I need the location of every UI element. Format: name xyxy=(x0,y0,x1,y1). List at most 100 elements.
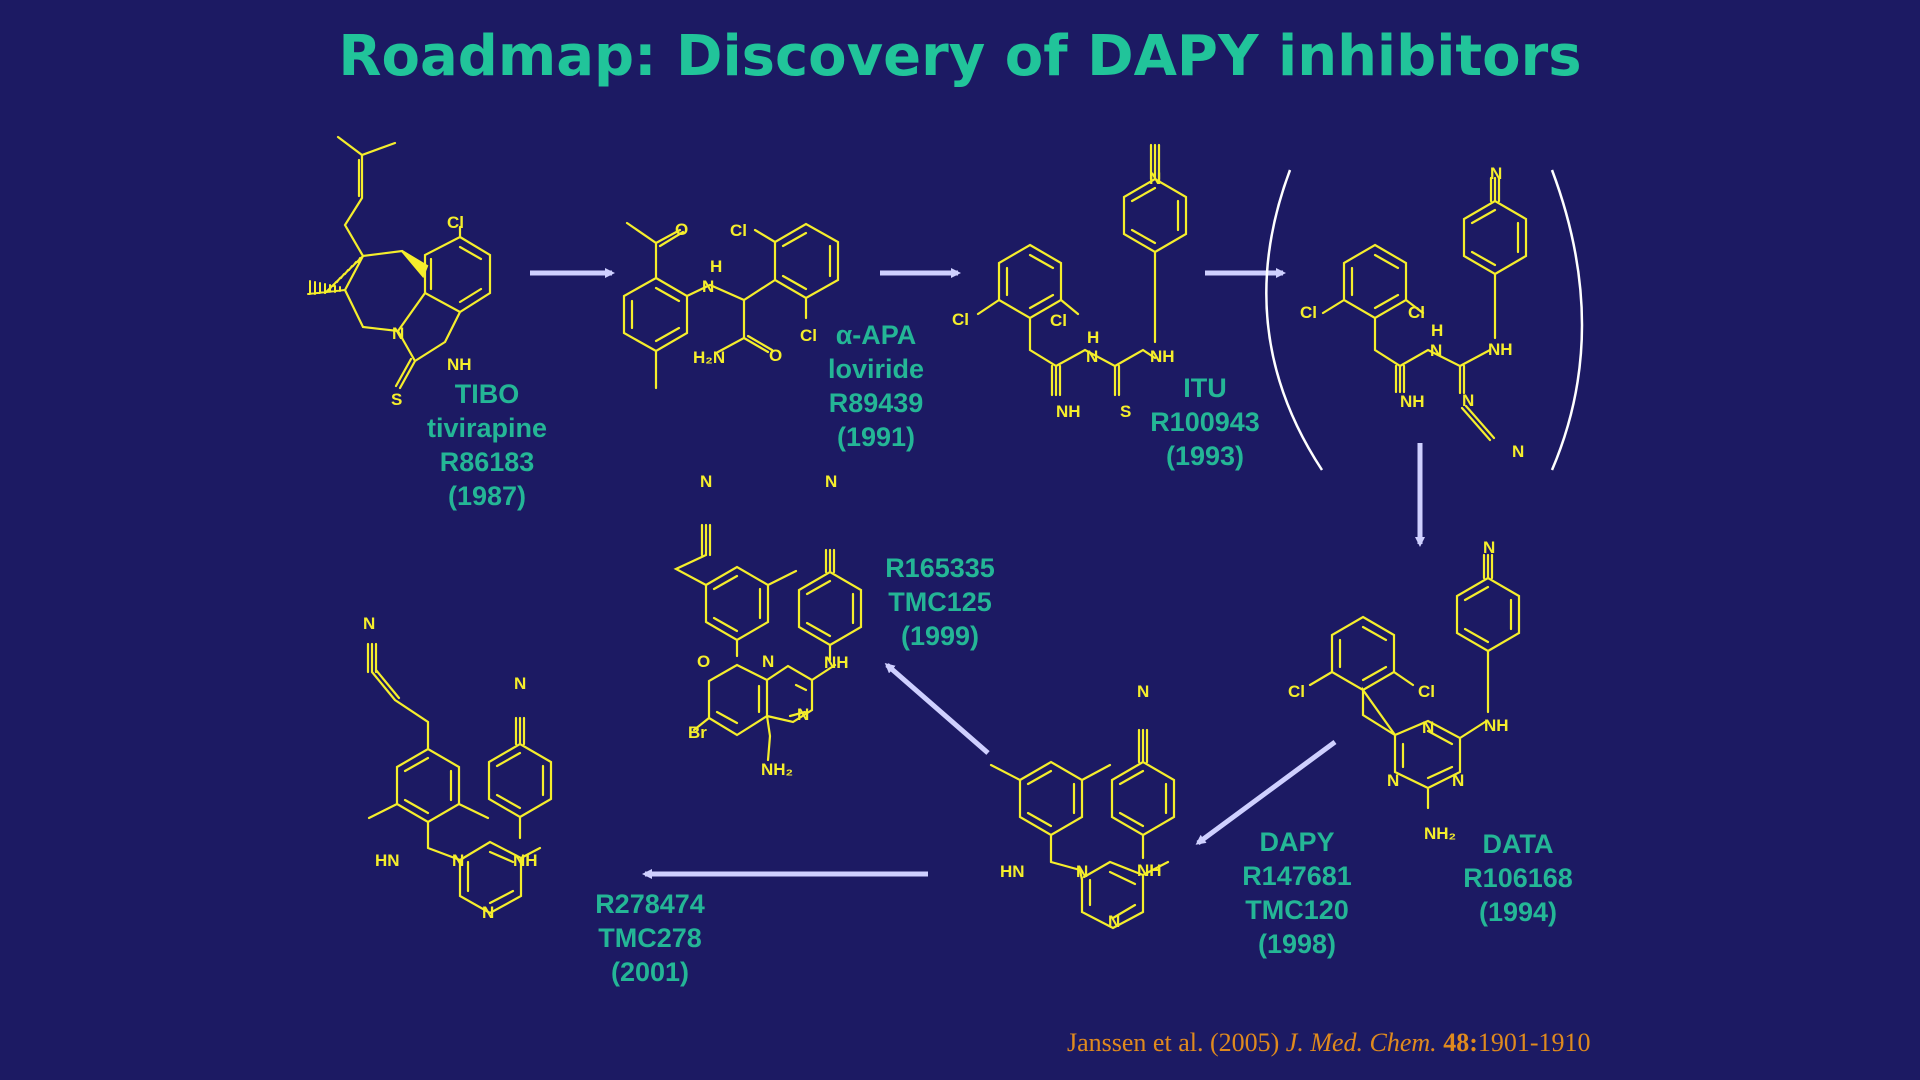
label-tibo-line-2: tivirapine xyxy=(426,413,548,443)
atom-dapy-n2: N xyxy=(1108,912,1120,931)
atom-tmc125-nh: NH xyxy=(824,653,849,672)
atom-tmc278-nh: NH xyxy=(513,851,538,870)
label-itu-line-2: R100943 xyxy=(1150,407,1260,437)
atom-itu-nh-right: NH xyxy=(1150,347,1175,366)
citation-authors: Janssen et al. (2005) xyxy=(1067,1028,1286,1057)
structure-bonds xyxy=(307,135,1528,930)
atom-itu-n-top: N xyxy=(1149,169,1161,188)
atom-apa-o2: O xyxy=(769,346,782,365)
citation: Janssen et al. (2005) J. Med. Chem. 48:1… xyxy=(1067,1028,1591,1058)
label-tmc125: R165335 TMC125 (1999) xyxy=(865,551,1015,653)
label-itu-line-1: ITU xyxy=(1183,373,1227,403)
atom-dapy-nh: NH xyxy=(1137,861,1162,880)
data-skeleton xyxy=(1308,553,1521,810)
guanidine-skeleton xyxy=(1321,176,1528,442)
tibo-methyl-hash xyxy=(307,280,346,295)
atom-gu-n-end: N xyxy=(1512,442,1524,461)
label-apa-line-1: α-APA xyxy=(835,320,917,350)
label-tmc125-line-1: R165335 xyxy=(885,553,995,583)
atom-apa-cl-bottom: Cl xyxy=(800,326,817,345)
label-tmc125-line-3: (1999) xyxy=(900,621,980,651)
tmc278-skeleton xyxy=(366,642,553,915)
atom-tibo-n: N xyxy=(392,324,404,343)
slide-title: Roadmap: Discovery of DAPY inhibitors xyxy=(338,24,1582,89)
label-data-line-1: DATA xyxy=(1482,829,1554,859)
bracket-right xyxy=(1550,169,1584,471)
atom-tibo-s: S xyxy=(391,390,402,409)
citation-volume: 48: xyxy=(1443,1028,1478,1057)
flow-arrow-dapy-to-tmc125 xyxy=(884,663,990,755)
atom-gu-cl-left: Cl xyxy=(1300,303,1317,322)
itu-skeleton xyxy=(976,143,1188,397)
tmc125-skeleton xyxy=(673,523,863,762)
label-apa-line-2: loviride xyxy=(827,354,925,384)
atom-tmc278-hn: HN xyxy=(375,851,400,870)
atom-apa-cl-top: Cl xyxy=(730,221,747,240)
atom-gu-n-top: N xyxy=(1490,164,1502,183)
atom-tibo-nh: NH xyxy=(447,355,472,374)
atom-data-n2: N xyxy=(1387,771,1399,790)
atom-tmc125-nh2: NH₂ xyxy=(761,760,793,779)
atom-tmc125-n-top1: N xyxy=(700,472,712,491)
atom-data-n1: N xyxy=(1422,718,1434,737)
dapy-skeleton xyxy=(989,728,1176,930)
atom-itu-cl-right: Cl xyxy=(1050,311,1067,330)
atom-itu-nh-bottom: NH xyxy=(1056,402,1081,421)
atom-data-cl-left: Cl xyxy=(1288,682,1305,701)
atom-dapy-n1: N xyxy=(1076,862,1088,881)
atom-tmc278-n-top2: N xyxy=(514,674,526,693)
label-apa-line-4: (1991) xyxy=(836,422,916,452)
label-itu-line-3: (1993) xyxy=(1165,441,1245,471)
atom-tmc125-n1: N xyxy=(762,652,774,671)
citation-pages: 1901-1910 xyxy=(1477,1028,1591,1057)
atom-dapy-hn: HN xyxy=(1000,862,1025,881)
atom-itu-s: S xyxy=(1120,402,1131,421)
atom-gu-h: H xyxy=(1431,321,1443,340)
atom-tibo-cl: Cl xyxy=(447,213,464,232)
atom-tmc278-n1: N xyxy=(452,851,464,870)
label-tmc278-line-3: (2001) xyxy=(610,957,690,987)
atom-apa-o: O xyxy=(675,220,688,239)
label-dapy: DAPY R147681 TMC120 (1998) xyxy=(1222,825,1372,961)
atom-tmc278-n2: N xyxy=(482,903,494,922)
label-tmc125-line-2: TMC125 xyxy=(888,587,992,617)
atom-tmc278-n-top1: N xyxy=(363,614,375,633)
atom-tmc125-br: Br xyxy=(688,723,707,742)
label-tmc278-line-1: R278474 xyxy=(595,889,705,919)
tibo-wedge xyxy=(401,250,429,279)
label-tibo-line-4: (1987) xyxy=(447,481,527,511)
label-tibo-line-1: TIBO xyxy=(454,379,520,409)
label-tibo: TIBO tivirapine R86183 (1987) xyxy=(404,377,570,513)
atom-data-n3: N xyxy=(1452,771,1464,790)
atom-gu-nh-bottom: NH xyxy=(1400,392,1425,411)
label-itu: ITU R100943 (1993) xyxy=(1130,371,1280,473)
atom-gu-n: N xyxy=(1430,341,1442,360)
atom-gu-n-mid: N xyxy=(1462,391,1474,410)
label-data-line-2: R106168 xyxy=(1463,863,1573,893)
label-apa-line-3: R89439 xyxy=(828,388,924,418)
atom-data-nh: NH xyxy=(1484,716,1509,735)
label-dapy-line-2: R147681 xyxy=(1242,861,1352,891)
apa-skeleton xyxy=(622,221,840,390)
label-dapy-line-1: DAPY xyxy=(1259,827,1335,857)
atom-tmc125-n-top2: N xyxy=(825,472,837,491)
label-tmc278-line-2: TMC278 xyxy=(598,923,702,953)
atom-apa-h: H xyxy=(710,257,722,276)
atom-itu-h: H xyxy=(1087,328,1099,347)
label-tmc278: R278474 TMC278 (2001) xyxy=(575,887,725,989)
bracket-left xyxy=(1265,169,1324,471)
atom-tmc125-n2: N xyxy=(797,705,809,724)
atom-dapy-n-top: N xyxy=(1137,682,1149,701)
label-data: DATA R106168 (1994) xyxy=(1443,827,1593,929)
atom-tmc125-o: O xyxy=(697,652,710,671)
atom-gu-nh-right: NH xyxy=(1488,340,1513,359)
atom-gu-cl-right: Cl xyxy=(1408,303,1425,322)
atom-itu-cl-left: Cl xyxy=(952,310,969,329)
label-data-line-3: (1994) xyxy=(1478,897,1558,927)
atom-data-nh2: NH₂ xyxy=(1424,824,1456,843)
label-dapy-line-4: (1998) xyxy=(1257,929,1337,959)
citation-journal: J. Med. Chem. xyxy=(1285,1028,1437,1057)
